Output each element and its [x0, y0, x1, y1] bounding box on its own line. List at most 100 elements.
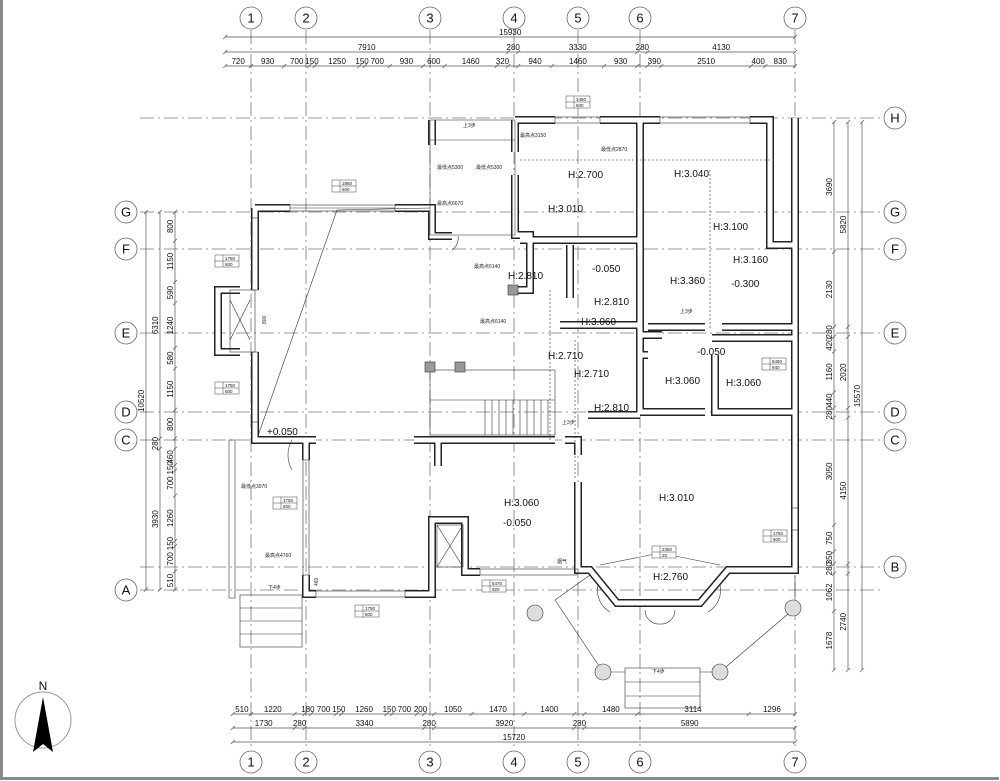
dimension-text: 1730: [255, 719, 273, 728]
dimension-tick: [384, 711, 389, 717]
dimension-text: 1150: [166, 380, 175, 398]
dimension-tick: [582, 725, 587, 731]
axis-label: 6: [636, 755, 643, 770]
note: 460: [314, 577, 320, 586]
dimension-tick: [414, 711, 420, 717]
axis-label: G: [121, 205, 131, 220]
elevation-label: -0.050: [503, 518, 532, 529]
north-arrow-icon: [33, 697, 53, 752]
dimension-text: 1470: [489, 705, 507, 714]
dimension-text: 750: [825, 531, 834, 545]
dimension-text: 280: [825, 325, 834, 339]
dimension-tick: [845, 667, 851, 673]
elevation-label: +0.050: [267, 427, 298, 438]
axis-label: 1: [247, 755, 254, 770]
axis-label: E: [122, 326, 131, 341]
dimension-tick: [302, 711, 307, 717]
compass-circle: [14, 691, 72, 749]
dimension-tick: [659, 63, 664, 69]
note: 最高点6140: [474, 263, 500, 270]
dimension-tick: [421, 711, 427, 717]
dimension-text: 1062: [825, 583, 834, 601]
dimension-text: 2740: [839, 612, 848, 630]
north-label: N: [39, 679, 48, 693]
window-tag-height: 940: [772, 365, 780, 370]
axis-bubble: [114, 237, 138, 261]
note: 上3步: [562, 419, 575, 426]
window-tag-width: 2350: [662, 547, 673, 552]
dimension-tick: [792, 725, 798, 731]
dimension-tick: [601, 63, 607, 69]
annotation-notes: 最高点3150 最低点2870 最低点5300 最低点5300 最高点6670 …: [241, 122, 693, 675]
dimension-tick: [172, 366, 178, 371]
dimension-tick: [172, 436, 178, 441]
dimension-text: 510: [235, 705, 249, 714]
dimension-text: 1050: [444, 705, 462, 714]
axis-label: F: [122, 242, 130, 257]
dimension-text: 930: [261, 57, 275, 66]
dimension-tick: [792, 711, 798, 717]
note: 最低点3970: [241, 483, 267, 490]
dimension-text: 1400: [540, 705, 558, 714]
axis-bubble: [114, 400, 138, 424]
dimension-tick: [282, 63, 287, 69]
dimension-text: 3930: [151, 510, 160, 528]
dimension-text: 700: [166, 552, 175, 566]
elevation-label: H:3.060: [504, 498, 539, 509]
axis-bubble: [566, 6, 590, 30]
dimension-text: 1296: [763, 705, 781, 714]
dimension-tick: [143, 587, 149, 592]
axis-label: B: [891, 560, 900, 575]
dimension-tick: [172, 407, 178, 413]
elevation-label: H:3.010: [659, 493, 694, 504]
dimension-text: 590: [166, 285, 175, 299]
dimension-tick: [431, 711, 437, 717]
axis-label: 2: [302, 755, 309, 770]
dimension-tick: [572, 711, 577, 717]
dimension-tick: [831, 405, 837, 411]
elevation-label: H:3.040: [674, 169, 709, 180]
dimension-tick: [831, 324, 837, 330]
dimension-text: 280: [422, 719, 436, 728]
note: 上3步: [680, 308, 693, 315]
dimension-tick: [831, 349, 837, 354]
dimension-tick: [230, 739, 236, 745]
dimension-text: 3050: [825, 462, 834, 480]
axis-label: 3: [426, 755, 433, 770]
dimension-tick: [172, 209, 178, 215]
dimension-tick: [222, 63, 228, 69]
dimension-tick: [549, 63, 555, 69]
axis-label: 2: [302, 11, 309, 26]
dimension-text: 390: [648, 57, 662, 66]
elevation-label: -0.300: [731, 279, 760, 290]
note: 下4步: [268, 585, 281, 591]
elevation-label: H:3.360: [670, 276, 705, 287]
dimension-tick: [387, 63, 393, 69]
dimension-text: 1460: [462, 57, 480, 66]
dimension-tick: [845, 405, 851, 411]
axis-bubble: [418, 750, 442, 774]
axis-label: H: [890, 111, 899, 126]
window-tag-width: 1950: [342, 181, 353, 186]
dimension-tick: [845, 119, 851, 125]
dimension-tick: [845, 334, 851, 339]
axis-label: E: [891, 326, 900, 341]
dimension-text: 350: [825, 550, 834, 564]
dimension-tick: [645, 49, 650, 55]
elevation-label: H:2.700: [568, 170, 603, 181]
elevation-label: -0.050: [697, 347, 726, 358]
dimension-tick: [157, 446, 163, 451]
note: 最低点5300: [476, 164, 502, 171]
dimension-tick: [312, 63, 317, 69]
dimension-tick: [248, 711, 254, 717]
dimension-tick: [746, 711, 751, 717]
window-tag-height: 600: [342, 187, 350, 192]
axis-label: C: [121, 433, 130, 448]
axis-bubble: [114, 200, 138, 224]
axis-label: F: [891, 242, 899, 257]
dimension-tick: [172, 538, 178, 544]
note: 最高点4760: [265, 552, 291, 559]
